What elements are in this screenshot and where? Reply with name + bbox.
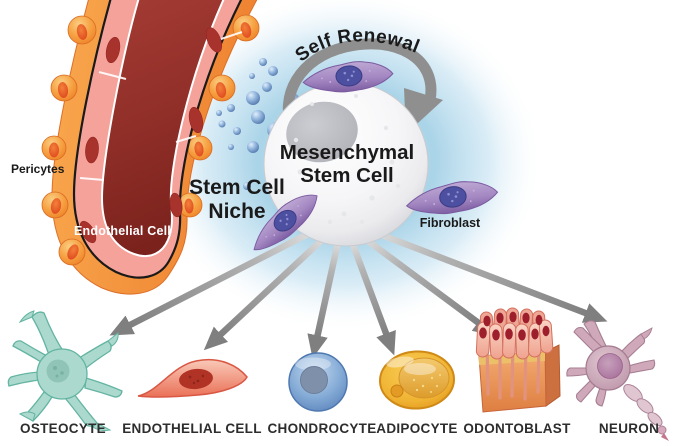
pericyte-nuclei <box>49 22 252 260</box>
endothelial-cell-borders <box>79 31 243 181</box>
mesenchymal-stem-cell <box>263 81 429 247</box>
odontoblast-label: ODONTOBLAST <box>463 421 571 436</box>
mesenchymal-stem-cell-label: Mesenchymal Stem Cell <box>280 141 414 187</box>
neuron-label: NEURON <box>598 421 660 436</box>
endothelial-cell <box>137 359 248 398</box>
differentiation-arrows <box>109 228 608 359</box>
chondrocyte-cell <box>288 352 348 412</box>
fibroblast-label: Fibroblast <box>419 216 481 230</box>
stem-cell-niche-line2: Niche <box>208 199 266 223</box>
msc-line2: Stem Cell <box>300 164 394 188</box>
lipid-texture <box>412 369 441 393</box>
chondrocyte-label: CHONDROCYTE <box>267 421 377 436</box>
osteocyte-cell <box>7 310 123 432</box>
odontoblast-cell <box>475 307 561 413</box>
stem-cell-niche-line1: Stem Cell <box>189 176 285 199</box>
neuron-cell <box>566 320 669 441</box>
vessel-endothelial-label: Endothelial Cell <box>74 224 171 238</box>
adipocyte-cell <box>379 350 455 410</box>
stem-cell-niche-label: Stem Cell Niche <box>189 176 285 223</box>
vessel-lumen <box>100 0 225 258</box>
odontoblast-nuclei <box>479 311 550 341</box>
blood-vessel <box>41 0 260 295</box>
osteocyte-label: OSTEOCYTE <box>20 421 106 436</box>
axon <box>623 384 669 441</box>
sphere-vesicles <box>293 94 401 225</box>
msc-line1: Mesenchymal <box>279 141 415 164</box>
pericytes-label: Pericytes <box>11 162 65 176</box>
adipocyte-label: ADIPOCYTE <box>376 421 458 436</box>
endothelial-cell-label: ENDOTHELIAL CELL <box>122 421 262 436</box>
endothelial-nuclei <box>79 27 222 244</box>
